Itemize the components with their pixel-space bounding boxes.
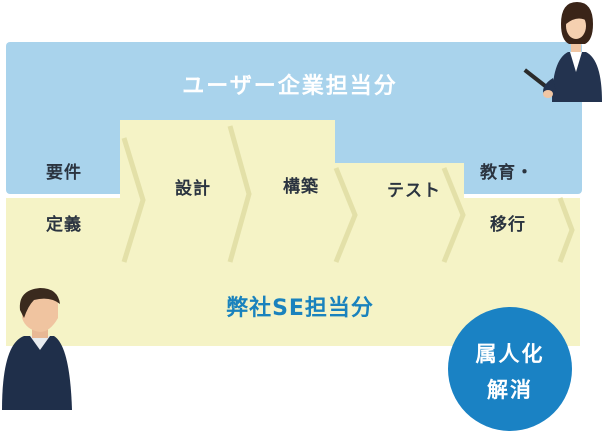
phase-label-training-line1: 教育・ (480, 163, 534, 183)
phase-label-requirements-line1: 要件 (46, 163, 82, 183)
phase-label-requirements-line2: 定義 (46, 215, 82, 235)
vendor-band (6, 120, 580, 346)
phase-separator (333, 167, 358, 263)
phase-separator (227, 125, 252, 263)
badge-circle (448, 307, 572, 431)
phase-separator (121, 137, 146, 263)
phase-label-test: テスト (387, 181, 441, 201)
phase-separator (441, 167, 466, 263)
phase-separator (557, 197, 575, 263)
client-group-label: ユーザー企業担当分 (182, 74, 398, 99)
phase-label-training-line2: 移行 (490, 215, 526, 235)
badge-text-line1: 属人化 (475, 342, 545, 366)
phase-label-design: 設計 (175, 179, 211, 199)
se-person-illustration (2, 288, 72, 410)
phase-label-build: 構築 (283, 177, 319, 197)
vendor-group-label: 弊社SE担当分 (226, 296, 374, 321)
client-person-illustration (523, 2, 602, 102)
phase-separators (121, 125, 575, 263)
badge-text-line2: 解消 (487, 378, 533, 402)
